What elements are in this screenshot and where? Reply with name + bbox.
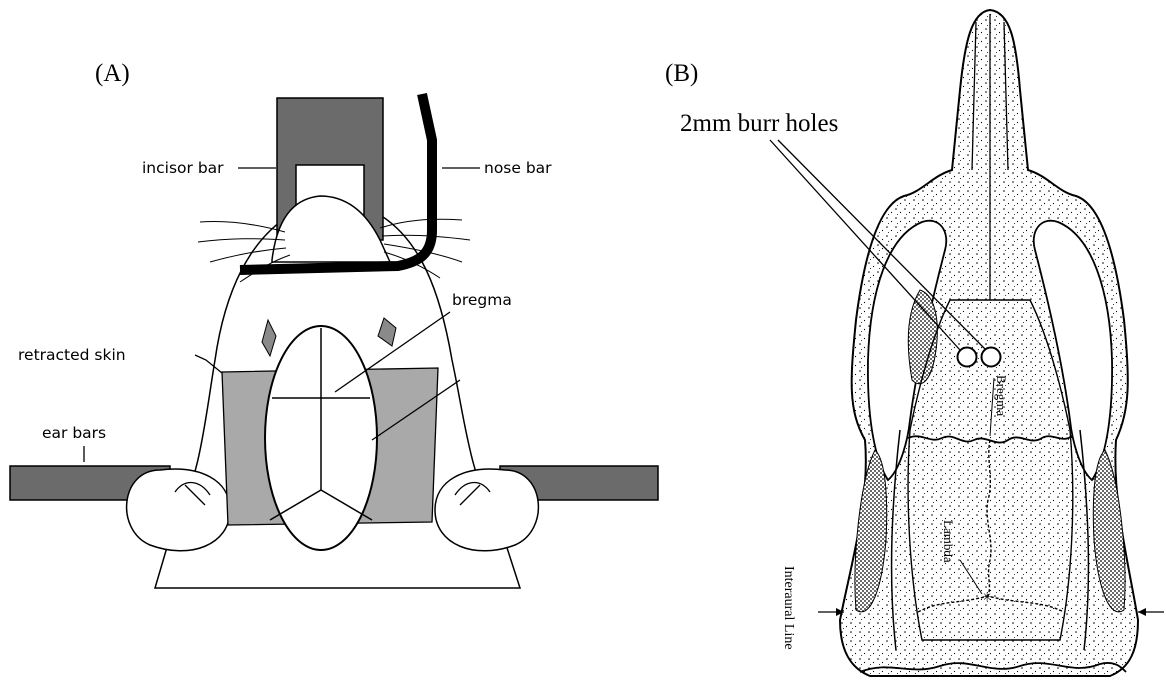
panel-b-tag: (B) [665, 60, 698, 87]
retracted-skin-label: retracted skin [18, 346, 126, 364]
ear-bars-label: ear bars [42, 424, 106, 442]
nose-bar-label: nose bar [484, 159, 552, 177]
ear-right [435, 469, 538, 551]
panel-a: (A) incisor bar nose bar bregma retracte… [0, 0, 680, 688]
bregma-label-b: Bregma [994, 375, 1009, 416]
bregma-label: bregma [452, 291, 512, 309]
stereotaxic-diagram: (A) incisor bar nose bar bregma retracte… [0, 0, 680, 688]
lambda-label: Lambda [941, 520, 956, 563]
panel-a-tag: (A) [95, 60, 130, 87]
burr-hole-left [958, 348, 977, 367]
skull-diagram: ✳ (B) 2mm burr holes Bregma Lambda Inter… [660, 0, 1166, 688]
ear-left [127, 469, 230, 551]
burr-holes-label: 2mm burr holes [680, 110, 838, 137]
interaural-arrowhead-right [1138, 608, 1146, 616]
burr-hole-right [982, 348, 1001, 367]
interaural-line-label: Interaural Line [781, 566, 796, 650]
panel-b: ✳ (B) 2mm burr holes Bregma Lambda Inter… [660, 0, 1166, 688]
incisor-bar-label: incisor bar [142, 159, 224, 177]
lambda-marker: ✳ [982, 590, 992, 604]
